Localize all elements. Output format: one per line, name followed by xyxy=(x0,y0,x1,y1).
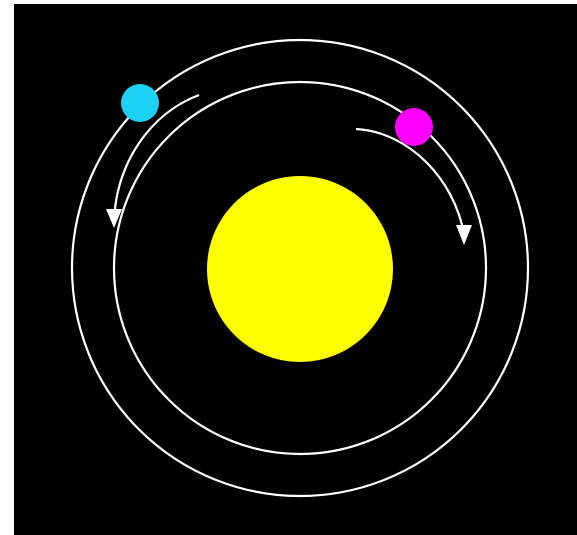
inner-planet xyxy=(395,108,433,146)
diagram-svg xyxy=(14,4,577,535)
outer-planet xyxy=(121,84,159,122)
solar-system-diagram xyxy=(14,4,577,535)
inner-planet-arrowhead xyxy=(456,225,472,245)
star xyxy=(207,176,393,362)
